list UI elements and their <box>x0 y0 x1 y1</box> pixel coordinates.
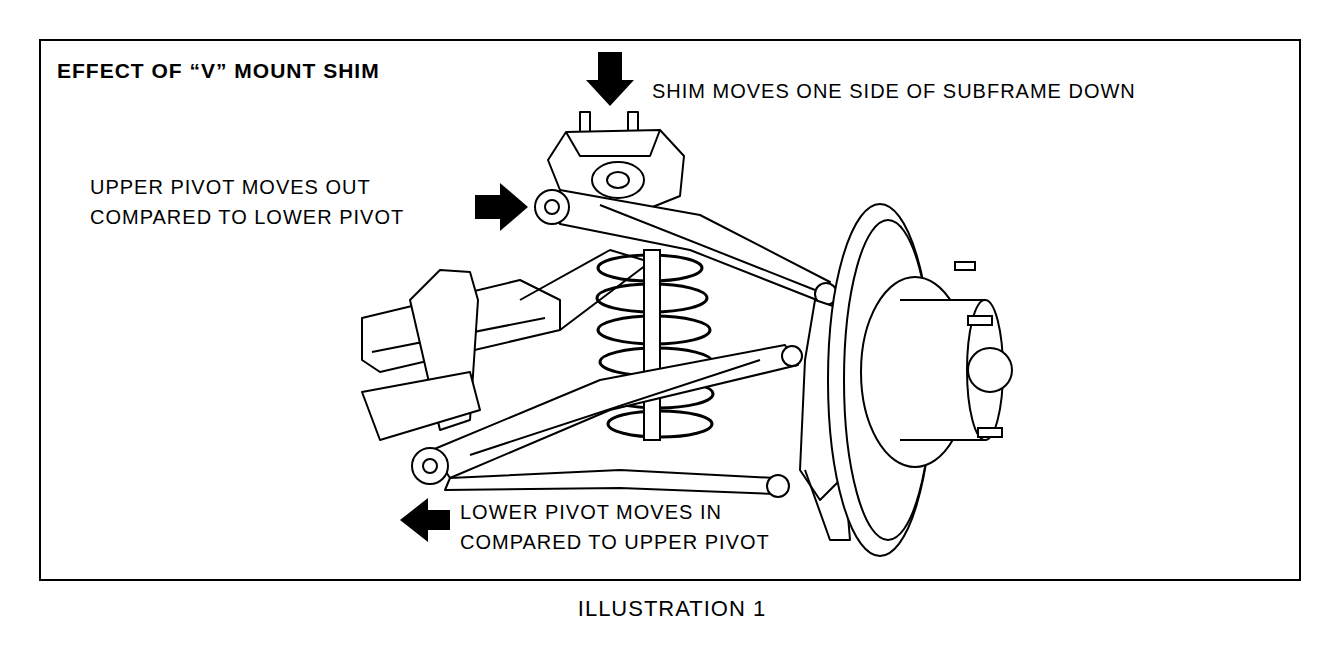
diagram-title: EFFECT OF “V” MOUNT SHIM <box>57 56 380 86</box>
brake-disc <box>828 204 1012 556</box>
lower-control-arm <box>412 345 802 497</box>
callout-label: UPPER PIVOT MOVES OUT COMPARED TO LOWER … <box>90 172 450 232</box>
frame <box>40 40 1300 580</box>
caption: ILLUSTRATION 1 <box>0 594 1344 624</box>
callout-label: LOWER PIVOT MOVES IN COMPARED TO UPPER P… <box>460 497 820 557</box>
coil-spring <box>597 250 713 440</box>
callout-label: SHIM MOVES ONE SIDE OF SUBFRAME DOWN <box>652 76 1136 106</box>
